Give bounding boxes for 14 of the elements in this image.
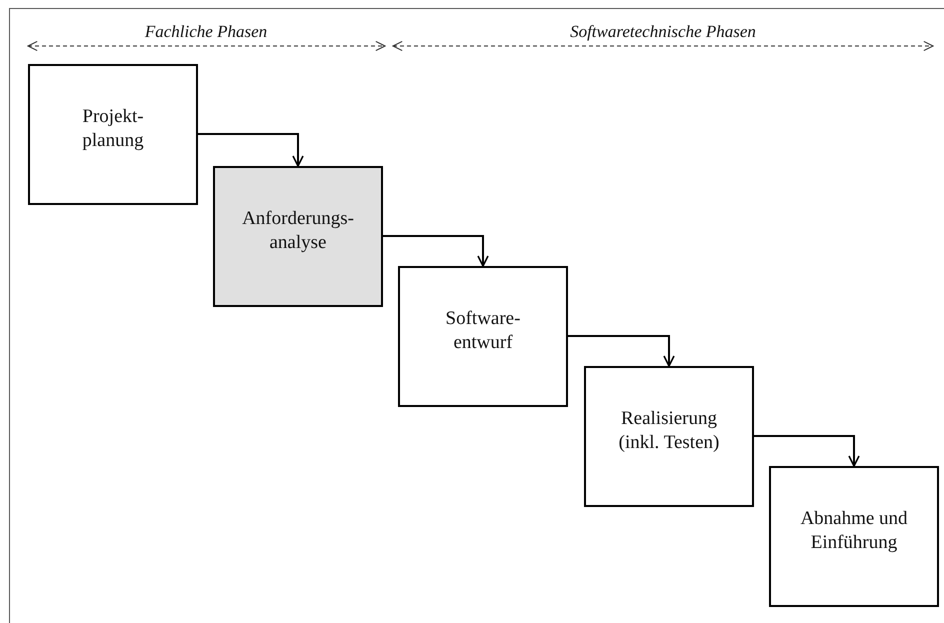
phase-name: Projekt- planung [81, 104, 145, 152]
connector-arrow [198, 133, 304, 167]
phase-name: Anforderungs- analyse [241, 206, 355, 254]
phase-box [398, 266, 568, 407]
phase-name: Realisierung (inkl. Testen) [618, 406, 720, 454]
connector-arrow [754, 435, 860, 467]
phase-box [213, 166, 383, 307]
connector-arrow [383, 235, 489, 267]
phase-name: Software- entwurf [444, 306, 522, 354]
phase-box [584, 366, 754, 507]
phase-box [28, 64, 198, 205]
phase-name: Abnahme und Einführung [799, 506, 909, 554]
connector-arrow [568, 335, 675, 367]
phase-box [769, 466, 939, 607]
